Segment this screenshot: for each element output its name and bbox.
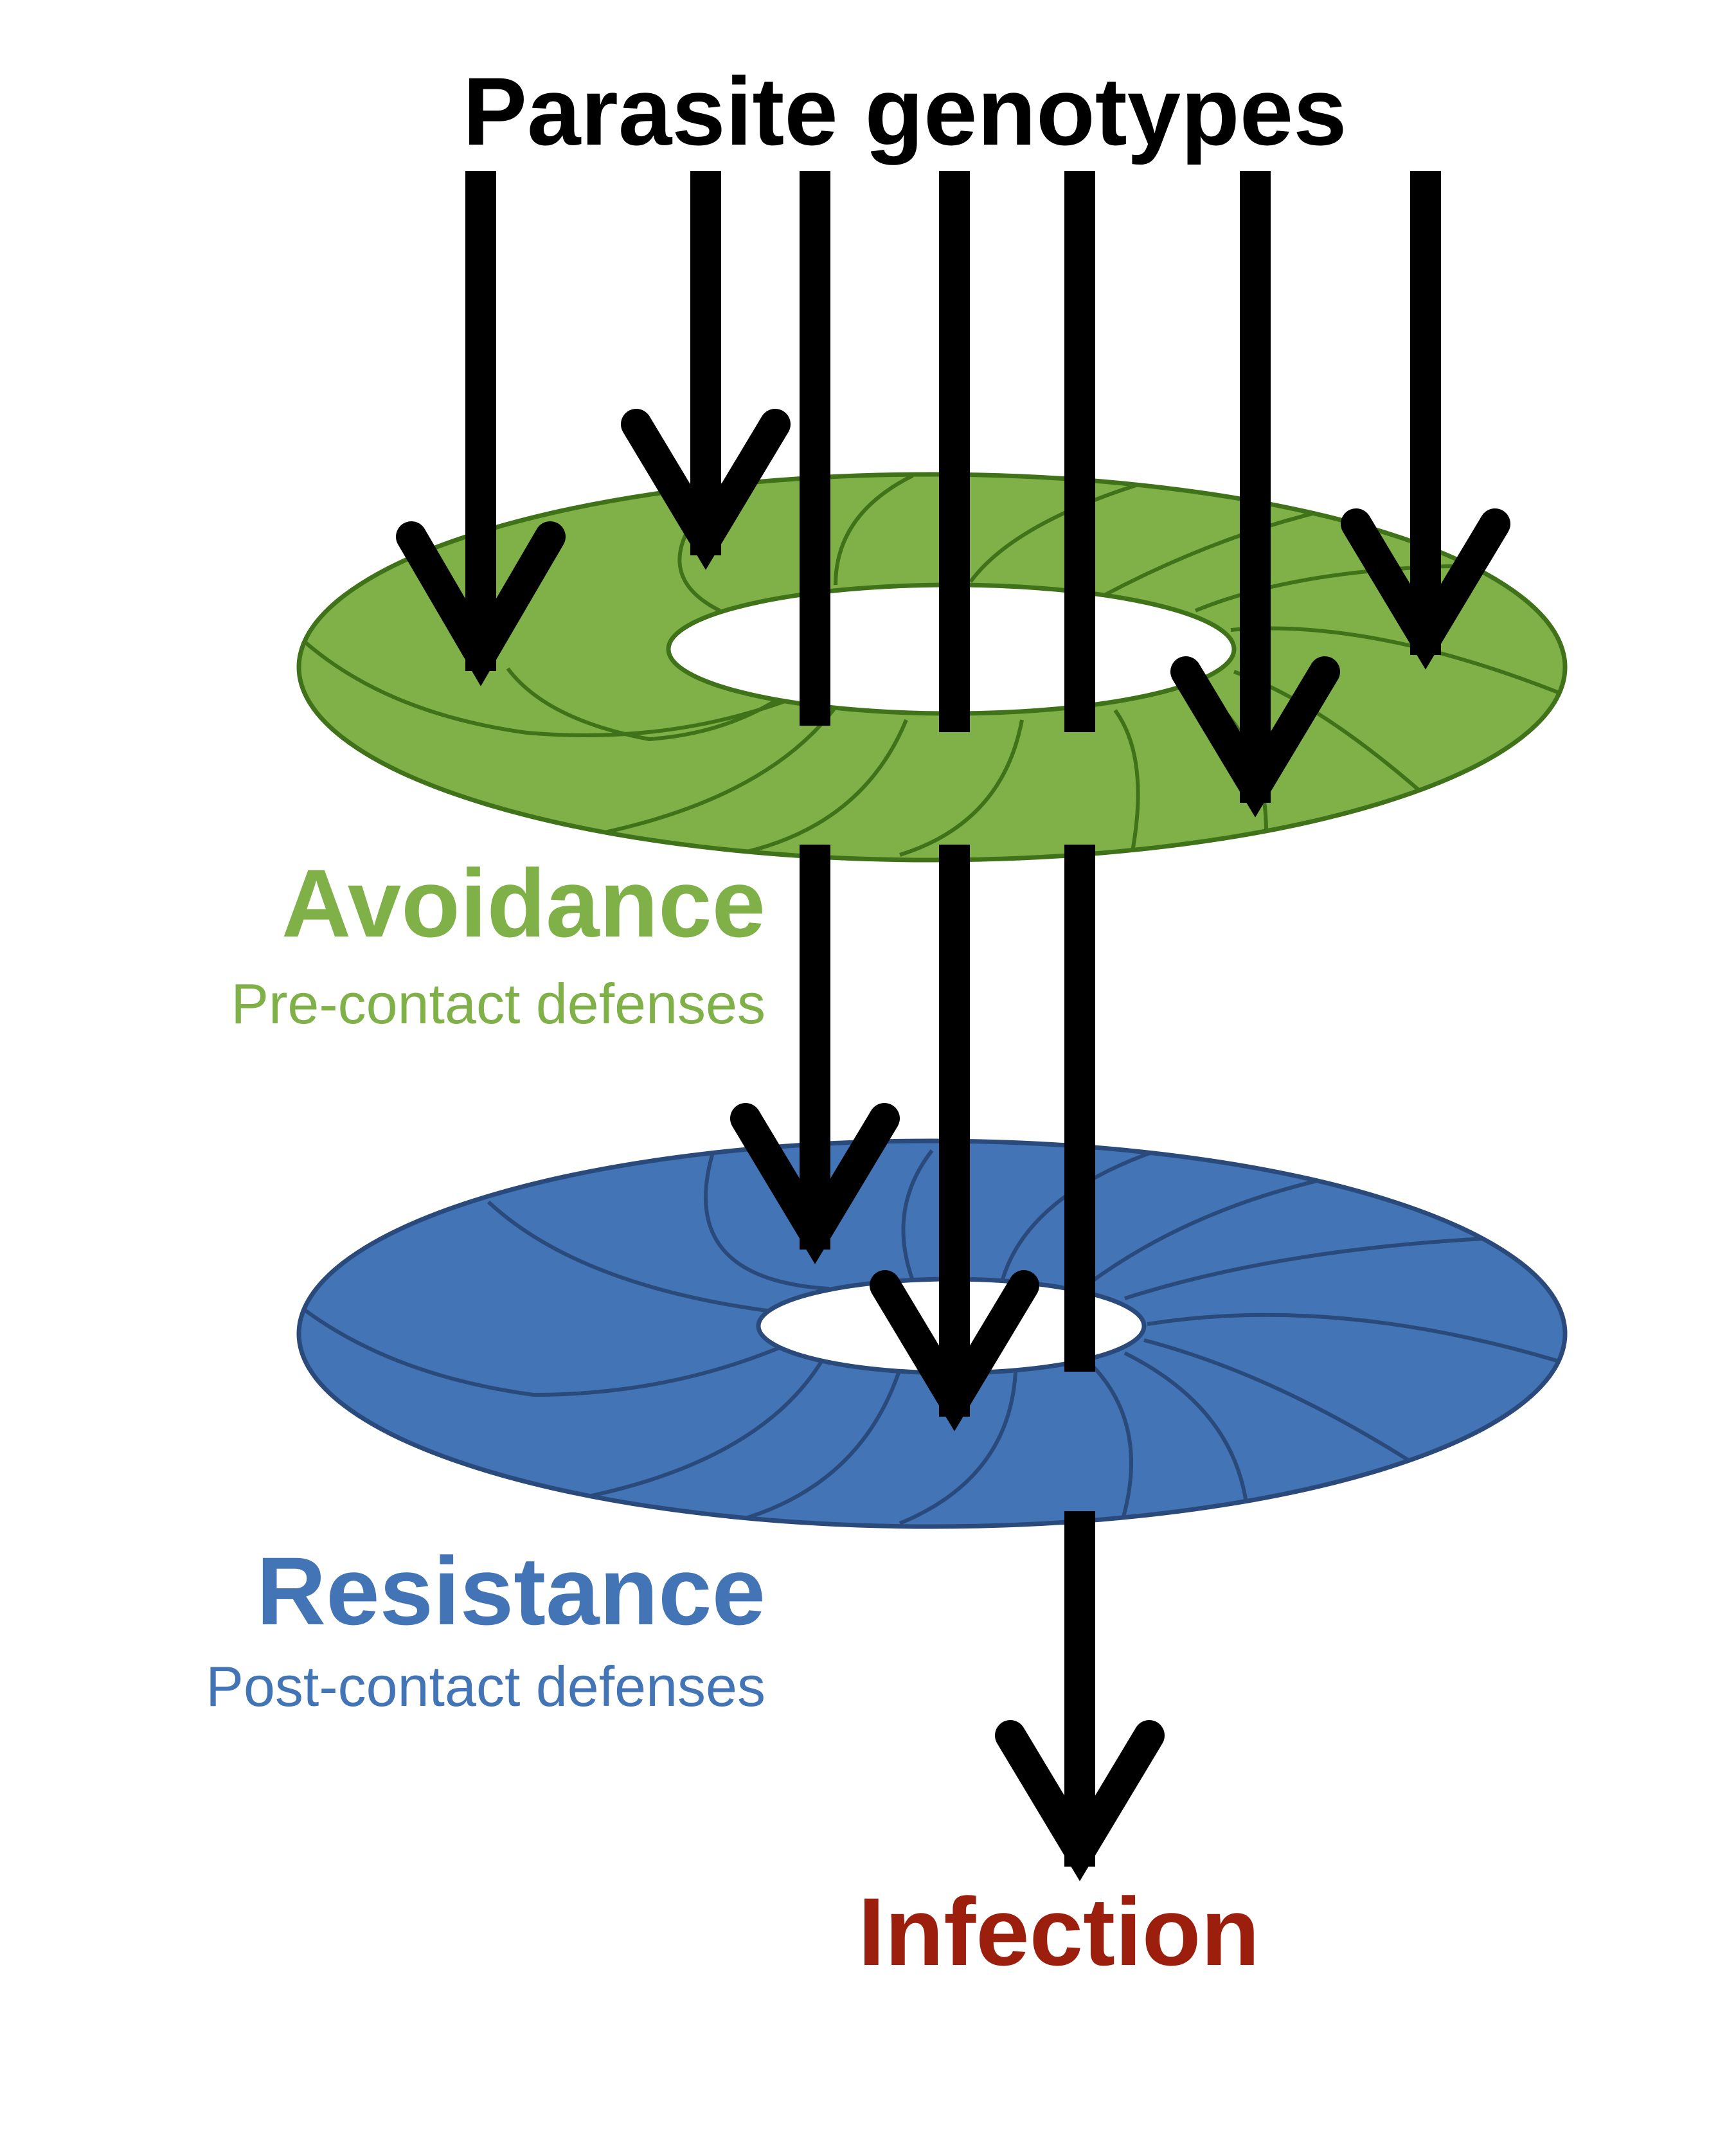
parasite-arrow-3 xyxy=(730,171,900,1264)
resistance-subtitle: Post-contact defenses xyxy=(206,1654,765,1718)
parasite-arrow-2 xyxy=(621,171,791,570)
resistance-label: Resistance xyxy=(256,1537,765,1645)
avoidance-disc-outline xyxy=(296,472,1568,863)
avoidance-label: Avoidance xyxy=(281,849,765,957)
parasite-arrow-6 xyxy=(1170,171,1340,818)
diagram-title: Parasite genotypes xyxy=(463,57,1347,165)
resistance-disc-outline xyxy=(296,1138,1568,1529)
parasite-arrow-5 xyxy=(995,171,1165,1881)
parasite-arrow-7 xyxy=(1341,171,1510,670)
parasite-arrow-1 xyxy=(396,171,566,686)
avoidance-subtitle: Pre-contact defenses xyxy=(231,972,765,1036)
resistance-disc-vanes xyxy=(301,1149,1565,1525)
parasite-arrow-4 xyxy=(870,171,1039,1431)
infection-label: Infection xyxy=(858,1878,1260,1986)
